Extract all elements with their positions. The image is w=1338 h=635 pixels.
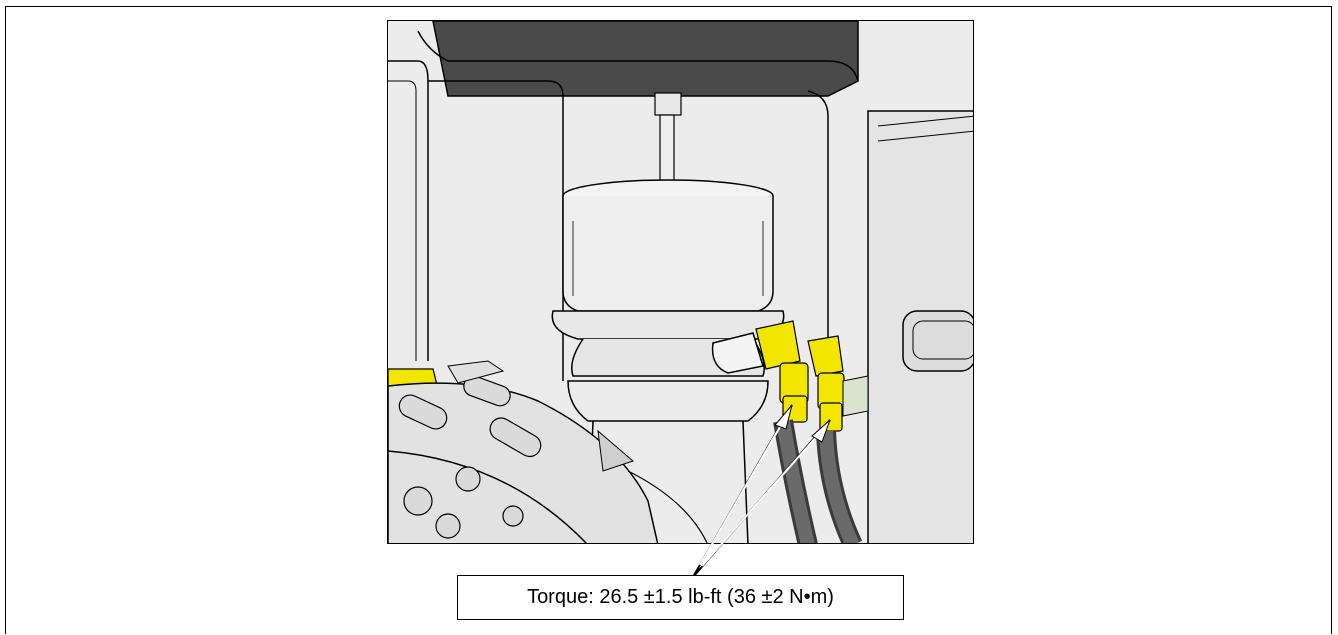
arrowhead-left <box>774 404 793 430</box>
torque-spec-text: Torque: 26.5 ±1.5 lb-ft (36 ±2 N•m) <box>527 586 834 608</box>
torque-callout-box: Torque: 26.5 ±1.5 lb-ft (36 ±2 N•m) <box>457 575 904 620</box>
illustration-air-spring-fittings <box>387 20 974 544</box>
arrowhead-right <box>811 419 831 443</box>
assembly-drawing <box>388 21 973 543</box>
page-border <box>5 6 1332 634</box>
